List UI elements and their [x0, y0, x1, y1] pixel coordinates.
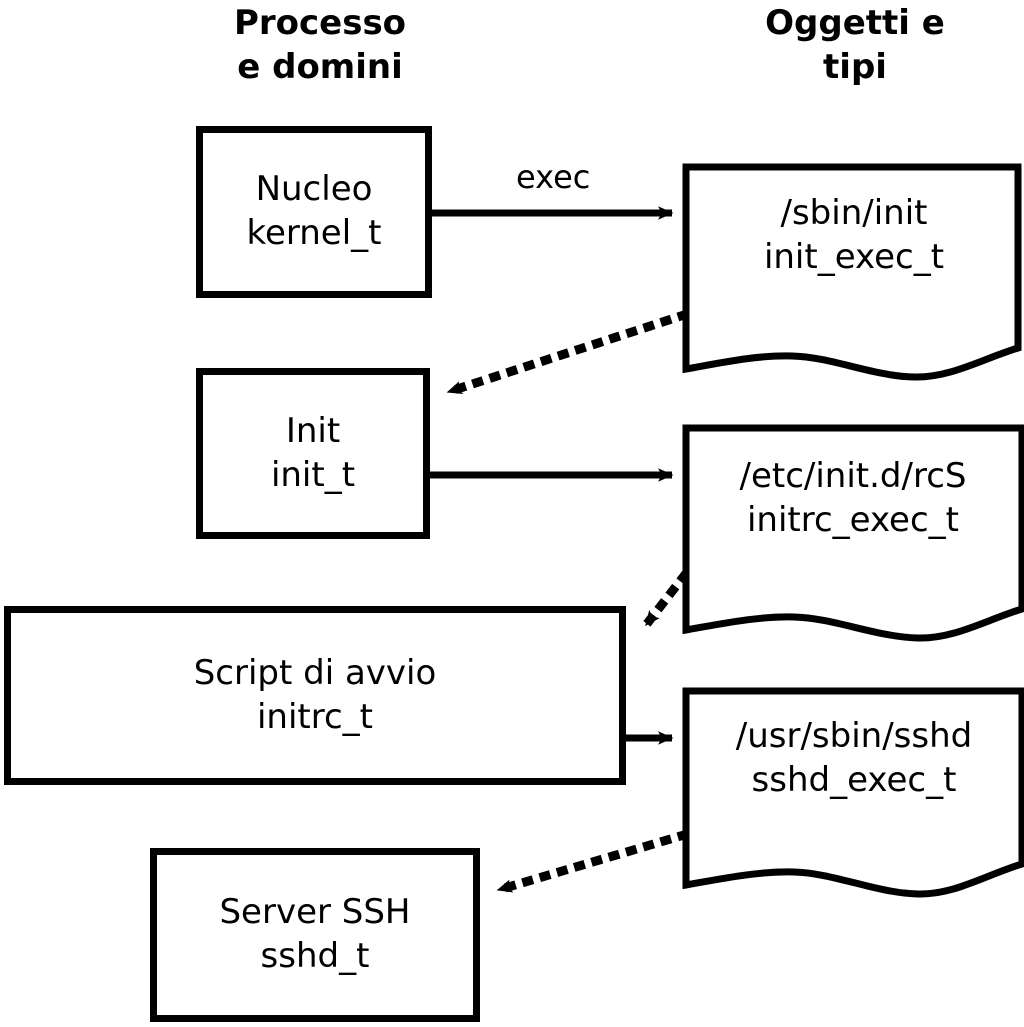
process-node-initrc[interactable]: Script di avvio initrc_t: [4, 606, 626, 785]
process-node-kernel[interactable]: Nucleo kernel_t: [196, 126, 432, 298]
edge-init-exec-to-init: [442, 309, 690, 398]
column-header-processes: Processo e domini: [233, 3, 407, 87]
column-header-objects: Oggetti e tipi: [765, 3, 945, 87]
edge-sshd-exec-to-sshd: [492, 829, 690, 896]
edge-label-exec: exec: [516, 158, 591, 196]
object-node-initrc-exec[interactable]: [682, 424, 1024, 646]
object-node-init-exec[interactable]: [682, 163, 1024, 385]
process-node-sshd[interactable]: Server SSH sshd_t: [150, 848, 480, 1022]
edge-initrc-exec-to-initrc: [639, 569, 691, 632]
process-node-init[interactable]: Init init_t: [196, 368, 430, 539]
object-node-sshd-exec[interactable]: [682, 687, 1024, 909]
